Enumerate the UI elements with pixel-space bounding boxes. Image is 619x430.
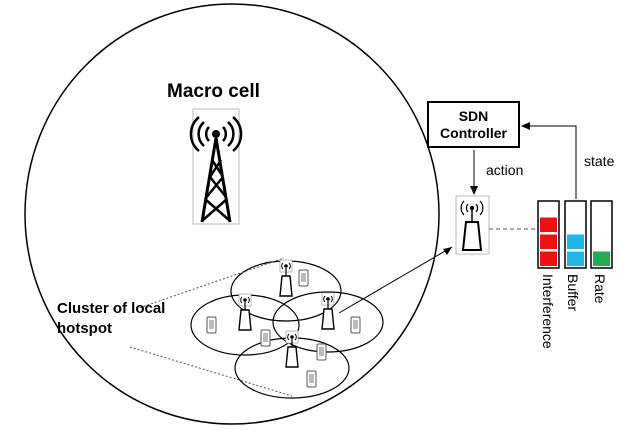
cluster-label: Cluster of local hotspot [57, 299, 165, 339]
rate-label: Rate [592, 274, 608, 304]
phone-icon [298, 269, 309, 287]
cluster-label-line1: Cluster of local [57, 300, 166, 317]
phone-icon [306, 370, 317, 388]
rate-bar-block [593, 251, 610, 266]
cluster-to-ap-arrow [338, 246, 453, 314]
sdn-controller-line1: SDN [458, 107, 489, 124]
macro-cell-boundary [24, 3, 440, 425]
cluster-pointer-line-bottom [129, 346, 293, 397]
arrowhead-icon [443, 247, 452, 255]
small-cell-ap-icon [321, 292, 335, 330]
buffer-bar-block [567, 251, 584, 266]
state-bars [537, 200, 613, 269]
buffer-label: Buffer [565, 274, 581, 312]
sdn-controller-line2: Controller [440, 124, 507, 141]
phone-icon [350, 316, 361, 334]
small-cell-ap-icon [279, 259, 293, 297]
phone-icon [316, 343, 327, 361]
arrowhead-icon [521, 122, 530, 130]
state-label: state [584, 153, 615, 169]
interference-bar-block [540, 234, 557, 249]
macro-tower-icon [189, 108, 243, 225]
buffer-bar-block [567, 234, 584, 249]
small-cell-right [272, 291, 384, 353]
rate-bar-outline [590, 200, 613, 269]
small-cell-ap-icon [285, 330, 299, 368]
macro-cell-title: Macro cell [167, 81, 260, 102]
sdn-controller-box: SDN Controller [427, 101, 520, 148]
interference-label: Interference [540, 274, 556, 349]
state-arrow [530, 125, 577, 199]
interference-bar-block [540, 217, 557, 232]
interference-bar-block [540, 251, 557, 266]
phone-icon [206, 316, 217, 334]
action-label: action [486, 162, 524, 178]
arrowhead-icon [470, 186, 478, 195]
small-cell-ap-icon [238, 293, 252, 331]
managed-ap-icon [455, 195, 490, 255]
phone-icon [260, 329, 271, 347]
cluster-label-line2: hotspot [57, 320, 112, 337]
